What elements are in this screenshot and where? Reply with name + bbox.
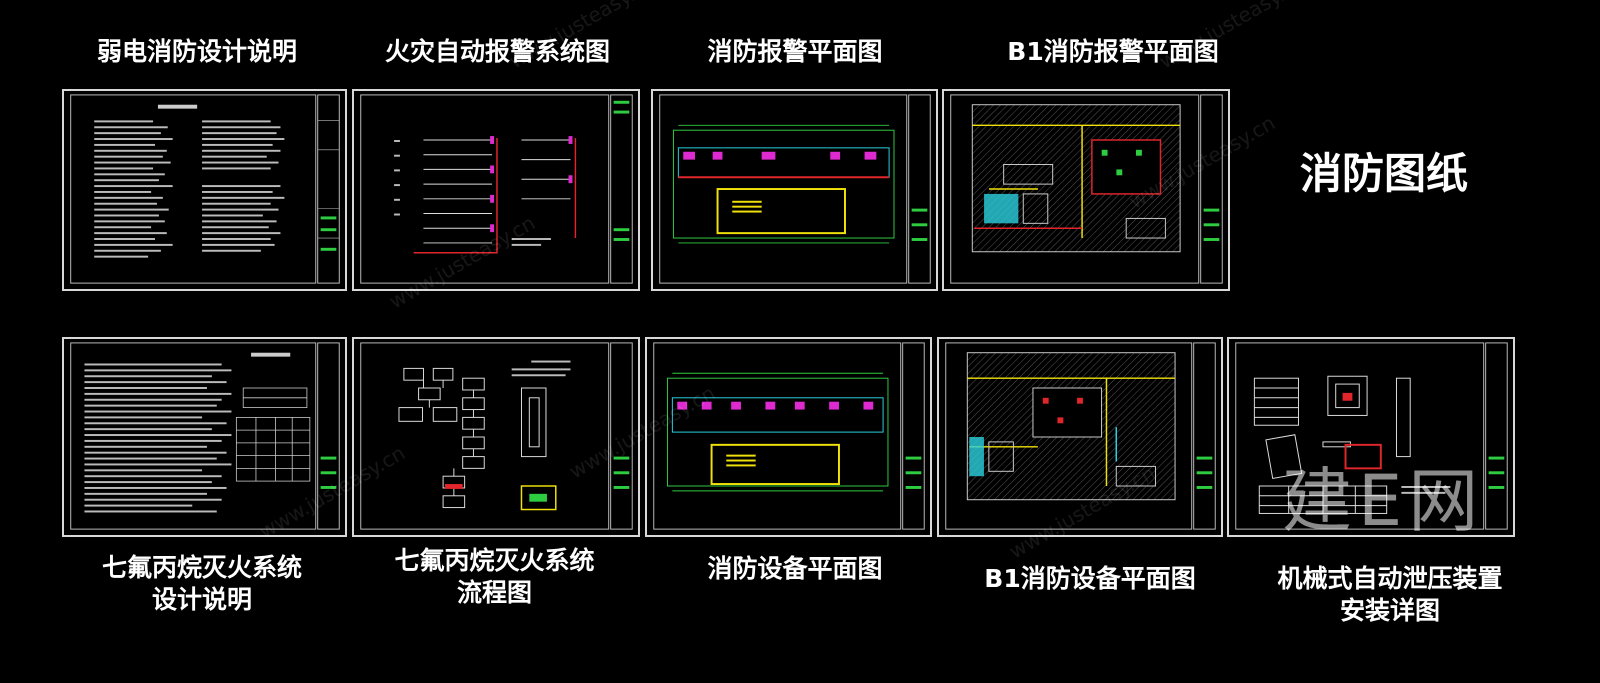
drawing-label-8: B1消防设备平面图 bbox=[984, 564, 1196, 593]
drawing-thumbnail-1[interactable] bbox=[62, 89, 347, 291]
drawing-thumbnail-4[interactable] bbox=[942, 89, 1230, 291]
system-diagram-graphic bbox=[360, 94, 633, 284]
drawing-label-9: 机械式自动泄压装置 安装详图 bbox=[1277, 564, 1503, 625]
drawing-label-3: 消防报警平面图 bbox=[707, 37, 883, 66]
installation-detail-graphic bbox=[1235, 342, 1508, 530]
text-table-sheet-graphic bbox=[70, 342, 340, 530]
drawing-thumbnail-5[interactable] bbox=[62, 337, 347, 537]
b1-floor-plan-graphic bbox=[950, 94, 1223, 284]
flow-chart-graphic bbox=[360, 342, 633, 530]
drawing-thumbnail-2[interactable] bbox=[352, 89, 640, 291]
page-title: 消防图纸 bbox=[1300, 149, 1469, 198]
drawing-label-5: 七氟丙烷灭火系统 设计说明 bbox=[101, 553, 302, 614]
drawing-thumbnail-3[interactable] bbox=[651, 89, 938, 291]
b1-equipment-plan-graphic bbox=[945, 342, 1216, 530]
drawing-thumbnail-8[interactable] bbox=[937, 337, 1223, 537]
drawing-thumbnail-9[interactable] bbox=[1227, 337, 1515, 537]
drawing-label-4: B1消防报警平面图 bbox=[1007, 37, 1219, 66]
text-sheet-graphic bbox=[70, 94, 340, 284]
drawing-label-2: 火灾自动报警系统图 bbox=[384, 37, 610, 66]
drawing-label-6: 七氟丙烷灭火系统 流程图 bbox=[394, 546, 595, 607]
drawing-thumbnail-7[interactable] bbox=[645, 337, 932, 537]
drawing-label-7: 消防设备平面图 bbox=[707, 554, 883, 583]
equipment-plan-graphic bbox=[653, 342, 925, 530]
drawing-label-1: 弱电消防设计说明 bbox=[96, 37, 297, 66]
drawing-thumbnail-6[interactable] bbox=[352, 337, 640, 537]
floor-plan-graphic bbox=[659, 94, 931, 284]
